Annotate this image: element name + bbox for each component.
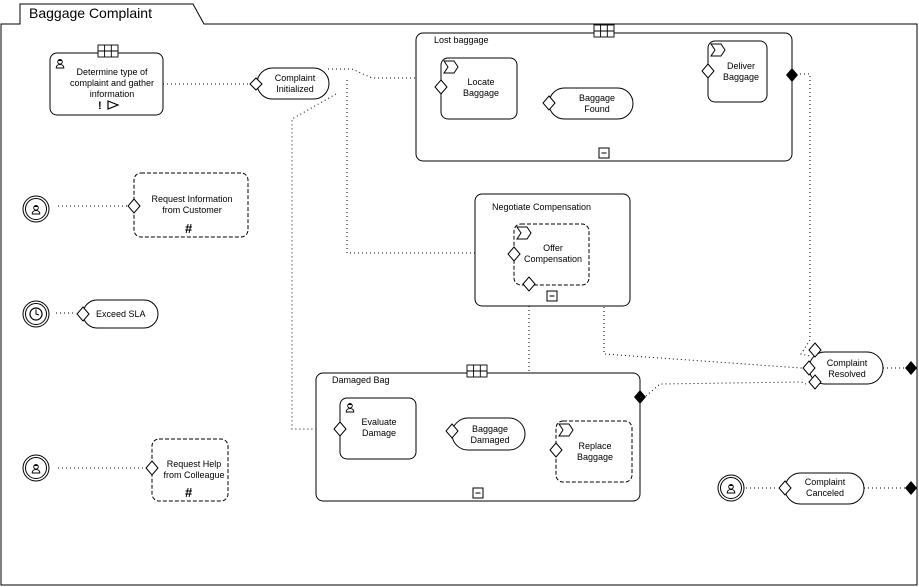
entry-criterion: [542, 95, 556, 111]
process-task-icon: [710, 43, 726, 57]
event-listener-timer[interactable]: [22, 300, 50, 328]
entry-criterion: [802, 360, 816, 376]
task-deliver-baggage[interactable]: [701, 40, 768, 103]
milestone-complaint-initialized[interactable]: [249, 67, 330, 100]
collapse-icon: [598, 147, 610, 159]
entry-criterion: [434, 79, 448, 95]
table-icon: [593, 24, 615, 38]
task-determine-complaint[interactable]: !: [49, 44, 164, 116]
entry-criterion: [76, 306, 90, 322]
process-task-icon: [443, 60, 459, 74]
entry-criterion: [808, 374, 822, 390]
repetition-marker-icon: #: [185, 221, 193, 236]
required-marker-icon: !: [98, 100, 102, 112]
entry-criterion: [701, 63, 715, 79]
milestone-baggage-found[interactable]: [542, 87, 634, 120]
process-task-icon: [516, 226, 532, 240]
exit-criterion: [905, 481, 917, 495]
event-listener-user-1[interactable]: [22, 195, 50, 223]
case-title: Baggage Complaint: [29, 5, 152, 21]
connector: [328, 68, 441, 79]
repetition-marker-icon: #: [185, 485, 193, 500]
entry-criterion: [507, 246, 521, 262]
collapse-icon: [546, 290, 558, 302]
table-icon: [466, 364, 488, 378]
event-listener-user-3[interactable]: [717, 474, 745, 502]
milestone-complaint-canceled[interactable]: [778, 472, 865, 505]
milestone-baggage-damaged[interactable]: [445, 417, 526, 451]
entry-criterion: [127, 198, 141, 214]
process-task-icon: [558, 423, 574, 437]
task-replace-baggage[interactable]: [549, 420, 633, 483]
manual-activation-icon: [107, 100, 120, 110]
entry-criterion: [549, 442, 563, 458]
connector: [346, 80, 508, 254]
task-request-information[interactable]: #: [127, 172, 249, 238]
table-icon: [97, 44, 119, 58]
entry-criterion: [808, 342, 822, 358]
connector: [516, 290, 530, 421]
exit-criterion: [786, 68, 798, 82]
task-offer-compensation[interactable]: [507, 223, 590, 292]
connector: [792, 73, 811, 357]
entry-criterion: [249, 77, 263, 91]
entry-criterion: [145, 460, 159, 476]
task-locate-baggage[interactable]: [434, 57, 518, 120]
entry-criterion: [522, 276, 536, 292]
milestone-complaint-resolved[interactable]: [802, 342, 884, 390]
event-listener-user-2[interactable]: [22, 454, 50, 482]
entry-criterion: [333, 421, 347, 437]
collapse-icon: [472, 487, 484, 499]
milestone-exceed-sla[interactable]: [76, 299, 159, 329]
task-evaluate-damage[interactable]: [333, 397, 417, 460]
entry-criterion: [445, 423, 459, 439]
task-request-help[interactable]: #: [145, 438, 229, 502]
connector: [645, 381, 807, 397]
entry-criterion: [778, 480, 792, 496]
exit-criterion: [634, 390, 646, 404]
exit-criterion: [905, 361, 917, 375]
